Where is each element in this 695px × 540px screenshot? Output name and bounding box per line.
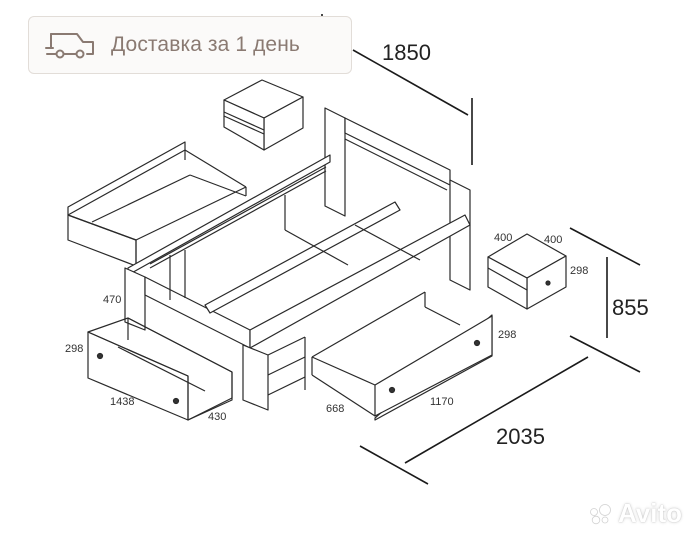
dimension-overall-height: 855 bbox=[612, 295, 649, 320]
avito-watermark: Avito bbox=[588, 498, 682, 529]
delivery-badge: Доставка за 1 день bbox=[28, 16, 352, 74]
dimension-left-drawer-height: 298 bbox=[65, 343, 84, 355]
dimension-left-drawer-depth: 430 bbox=[208, 411, 227, 423]
dimension-left-drawer-length: 1438 bbox=[110, 396, 135, 408]
delivery-badge-text: Доставка за 1 день bbox=[111, 33, 300, 56]
dimension-overall-width: 1850 bbox=[382, 40, 431, 65]
headboard bbox=[324, 107, 471, 291]
dimension-right-drawer-depth: 668 bbox=[326, 403, 345, 415]
dimension-lines bbox=[321, 14, 641, 485]
dimension-nightstand-width: 400 bbox=[494, 232, 513, 244]
left-drawer bbox=[87, 317, 233, 421]
right-drawer bbox=[311, 291, 493, 421]
dimension-right-drawer-height: 298 bbox=[498, 329, 517, 341]
avito-watermark-text: Avito bbox=[618, 498, 683, 528]
dimension-overall-length: 2035 bbox=[496, 424, 545, 449]
rear-drawer bbox=[67, 141, 247, 267]
dimension-frame-height: 470 bbox=[103, 294, 122, 306]
bed-frame bbox=[124, 154, 471, 411]
dimension-nightstand-depth: 400 bbox=[544, 234, 563, 246]
dimension-right-drawer-length: 1170 bbox=[430, 396, 454, 408]
avito-logo-icon bbox=[590, 503, 611, 524]
delivery-truck-icon bbox=[45, 33, 94, 59]
nightstand-top bbox=[223, 79, 304, 151]
nightstand-right bbox=[487, 233, 567, 310]
dimension-nightstand-height: 298 bbox=[570, 265, 589, 277]
